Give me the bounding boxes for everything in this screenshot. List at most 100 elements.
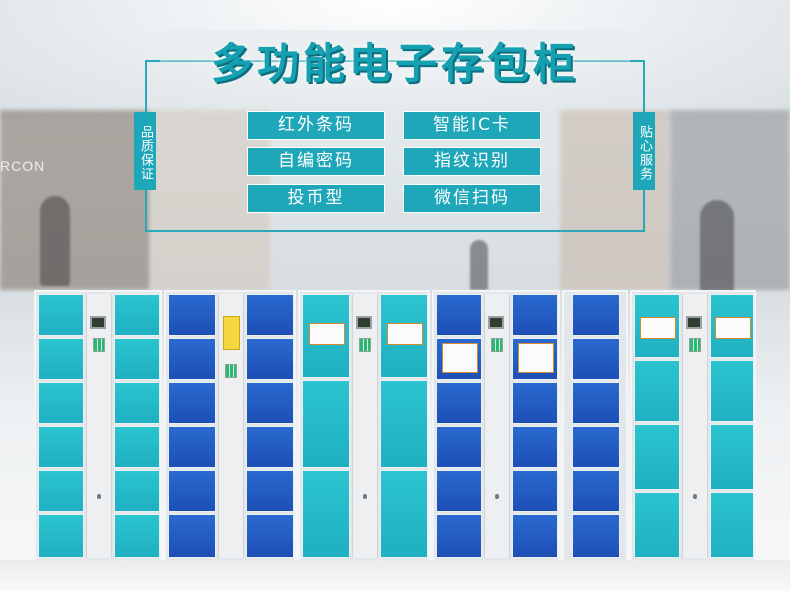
instruction-card (309, 323, 345, 345)
feature-coin: 投币型 (247, 184, 385, 213)
locker-door (512, 294, 558, 336)
shopper-figure (470, 240, 488, 290)
instruction-card (715, 317, 751, 339)
locker-door (634, 360, 680, 422)
shopper-figure (700, 200, 734, 295)
locker-door (246, 294, 294, 336)
locker-door (710, 294, 754, 358)
feature-ic-card: 智能IC卡 (403, 111, 541, 140)
locker-door (38, 426, 84, 468)
keypad (689, 338, 701, 352)
locker-door (380, 470, 428, 558)
feature-custom-password: 自编密码 (247, 147, 385, 176)
locker-cabinet (298, 290, 430, 562)
mall-store-sign: RCON (0, 158, 46, 174)
control-panel (352, 294, 378, 558)
shopper-figure (40, 196, 70, 286)
keypad (359, 338, 371, 352)
locker-door (168, 294, 216, 336)
locker-photo (28, 290, 762, 570)
locker-door (168, 426, 216, 468)
locker-door (114, 294, 160, 336)
service-lock (693, 494, 697, 499)
locker-door (436, 470, 482, 512)
locker-door (634, 424, 680, 490)
control-panel (86, 294, 112, 558)
locker-door (114, 426, 160, 468)
instruction-card (518, 343, 554, 373)
locker-door (436, 294, 482, 336)
locker-cabinet (562, 290, 628, 562)
locker-door (114, 514, 160, 558)
locker-cabinet (164, 290, 296, 562)
feature-fingerprint: 指纹识别 (403, 147, 541, 176)
instruction-card (640, 317, 676, 339)
shop-front (0, 110, 150, 290)
locker-door (246, 426, 294, 468)
locker-door (38, 382, 84, 424)
service-lock (495, 494, 499, 499)
locker-door (114, 338, 160, 380)
locker-door (436, 338, 482, 380)
floor (0, 560, 790, 591)
locker-door (246, 514, 294, 558)
lcd-screen (686, 316, 702, 329)
quality-tag: 品质保证 (134, 112, 156, 190)
locker-door (114, 382, 160, 424)
locker-door (380, 294, 428, 378)
locker-door (246, 470, 294, 512)
locker-door (436, 426, 482, 468)
service-lock (97, 494, 101, 499)
locker-door (38, 470, 84, 512)
locker-door (38, 338, 84, 380)
service-tag: 贴心服务 (633, 112, 655, 190)
keypad (93, 338, 105, 352)
locker-door (168, 514, 216, 558)
locker-door (572, 514, 620, 558)
page-title: 多功能电子存包柜 (160, 30, 630, 91)
locker-door (572, 426, 620, 468)
locker-door (114, 470, 160, 512)
locker-cabinet (34, 290, 162, 562)
control-panel (682, 294, 708, 558)
locker-door (512, 470, 558, 512)
lcd-screen (356, 316, 372, 329)
feature-wechat-scan: 微信扫码 (403, 184, 541, 213)
locker-door (168, 470, 216, 512)
instruction-plate (223, 316, 240, 350)
locker-door (380, 380, 428, 468)
keypad (225, 364, 237, 378)
locker-door (302, 470, 350, 558)
locker-door (512, 382, 558, 424)
locker-door (710, 424, 754, 490)
locker-door (246, 338, 294, 380)
instruction-card (387, 323, 423, 345)
locker-door (634, 294, 680, 358)
keypad (491, 338, 503, 352)
lcd-screen (488, 316, 504, 329)
locker-door (302, 380, 350, 468)
locker-door (436, 514, 482, 558)
locker-door (168, 338, 216, 380)
locker-door (512, 514, 558, 558)
locker-door (634, 492, 680, 558)
locker-door (168, 382, 216, 424)
locker-door (512, 426, 558, 468)
feature-infrared-barcode: 红外条码 (247, 111, 385, 140)
locker-door (572, 470, 620, 512)
locker-door (302, 294, 350, 378)
locker-door (436, 382, 482, 424)
locker-door (246, 382, 294, 424)
locker-door (710, 360, 754, 422)
locker-door (572, 294, 620, 336)
locker-door (38, 294, 84, 336)
locker-cabinet (630, 290, 756, 562)
instruction-card (442, 343, 478, 373)
lcd-screen (90, 316, 106, 329)
locker-door (512, 338, 558, 380)
control-panel (484, 294, 510, 558)
control-panel (218, 294, 244, 558)
locker-door (572, 338, 620, 380)
locker-door (38, 514, 84, 558)
locker-door (710, 492, 754, 558)
